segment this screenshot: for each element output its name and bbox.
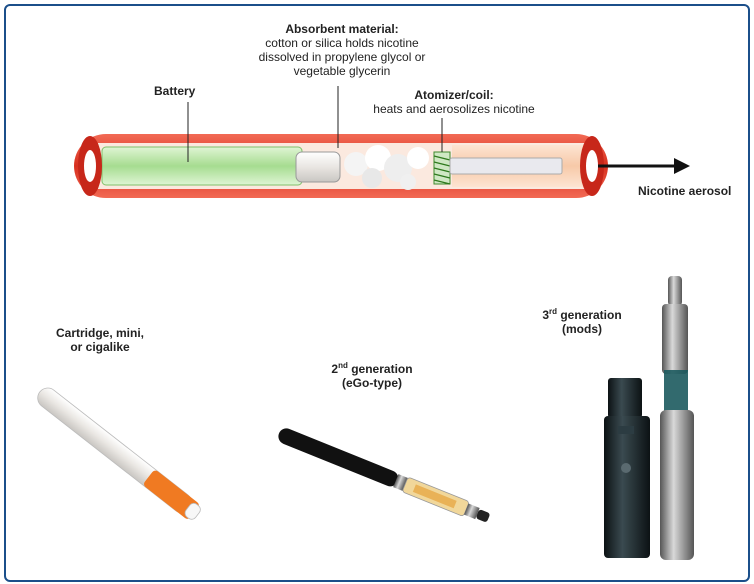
- tube-end-left-inner: [84, 150, 96, 182]
- gen3-label: 3rd generation (mods): [534, 307, 630, 337]
- absorbent-line-3: vegetable glycerin: [293, 64, 391, 78]
- atomizer-title: Atomizer/coil:: [414, 88, 494, 102]
- atomizer-coil-icon: [433, 151, 451, 185]
- mod-box-device: [604, 378, 650, 558]
- ecig-cutaway-diagram: [74, 86, 690, 198]
- gen3-num: 3: [542, 308, 549, 322]
- figure-frame: Battery Absorbent material: cotton or si…: [4, 4, 750, 582]
- cigalike-device: [37, 387, 201, 520]
- gen3-line-1: 3rd generation: [534, 307, 630, 323]
- gen1-line-1: Cartridge, mini,: [55, 326, 144, 340]
- arrow-right-icon: [674, 158, 690, 174]
- air-tube: [449, 157, 563, 175]
- absorbent-material: [344, 145, 429, 190]
- gen2-sup: nd: [338, 361, 348, 370]
- gen3-type: (mods): [562, 322, 602, 336]
- aerosol-label: Nicotine aerosol: [638, 184, 732, 198]
- gen1-label: Cartridge, mini, or cigalike: [42, 326, 158, 354]
- tube-end-right-inner: [586, 150, 598, 182]
- gen3-word: generation: [557, 308, 622, 322]
- absorbent-label: Absorbent material: cotton or silica hol…: [242, 22, 442, 78]
- gen3-sup: rd: [549, 307, 557, 316]
- ego-pen-device: [278, 428, 490, 522]
- gen2-label: 2nd generation (eGo-type): [324, 361, 420, 391]
- absorbent-title: Absorbent material:: [285, 22, 399, 36]
- gen1-line-2: or cigalike: [70, 340, 130, 354]
- gen2-line-1: 2nd generation: [324, 361, 420, 377]
- battery-label: Battery: [154, 84, 196, 98]
- gen2-type: (eGo-type): [342, 376, 402, 390]
- battery-cap: [295, 151, 341, 183]
- battery-cell: [101, 146, 303, 186]
- illustration-canvas: [37, 86, 694, 560]
- gen2-word: generation: [347, 362, 413, 376]
- atomizer-desc: heats and aerosolizes nicotine: [373, 102, 535, 116]
- absorbent-line-2: dissolved in propylene glycol or: [258, 50, 426, 64]
- absorbent-line-1: cotton or silica holds nicotine: [265, 36, 419, 50]
- mod-tube-device: [660, 276, 694, 560]
- atomizer-label: Atomizer/coil: heats and aerosolizes nic…: [366, 88, 542, 116]
- gen2-num: 2: [331, 362, 339, 376]
